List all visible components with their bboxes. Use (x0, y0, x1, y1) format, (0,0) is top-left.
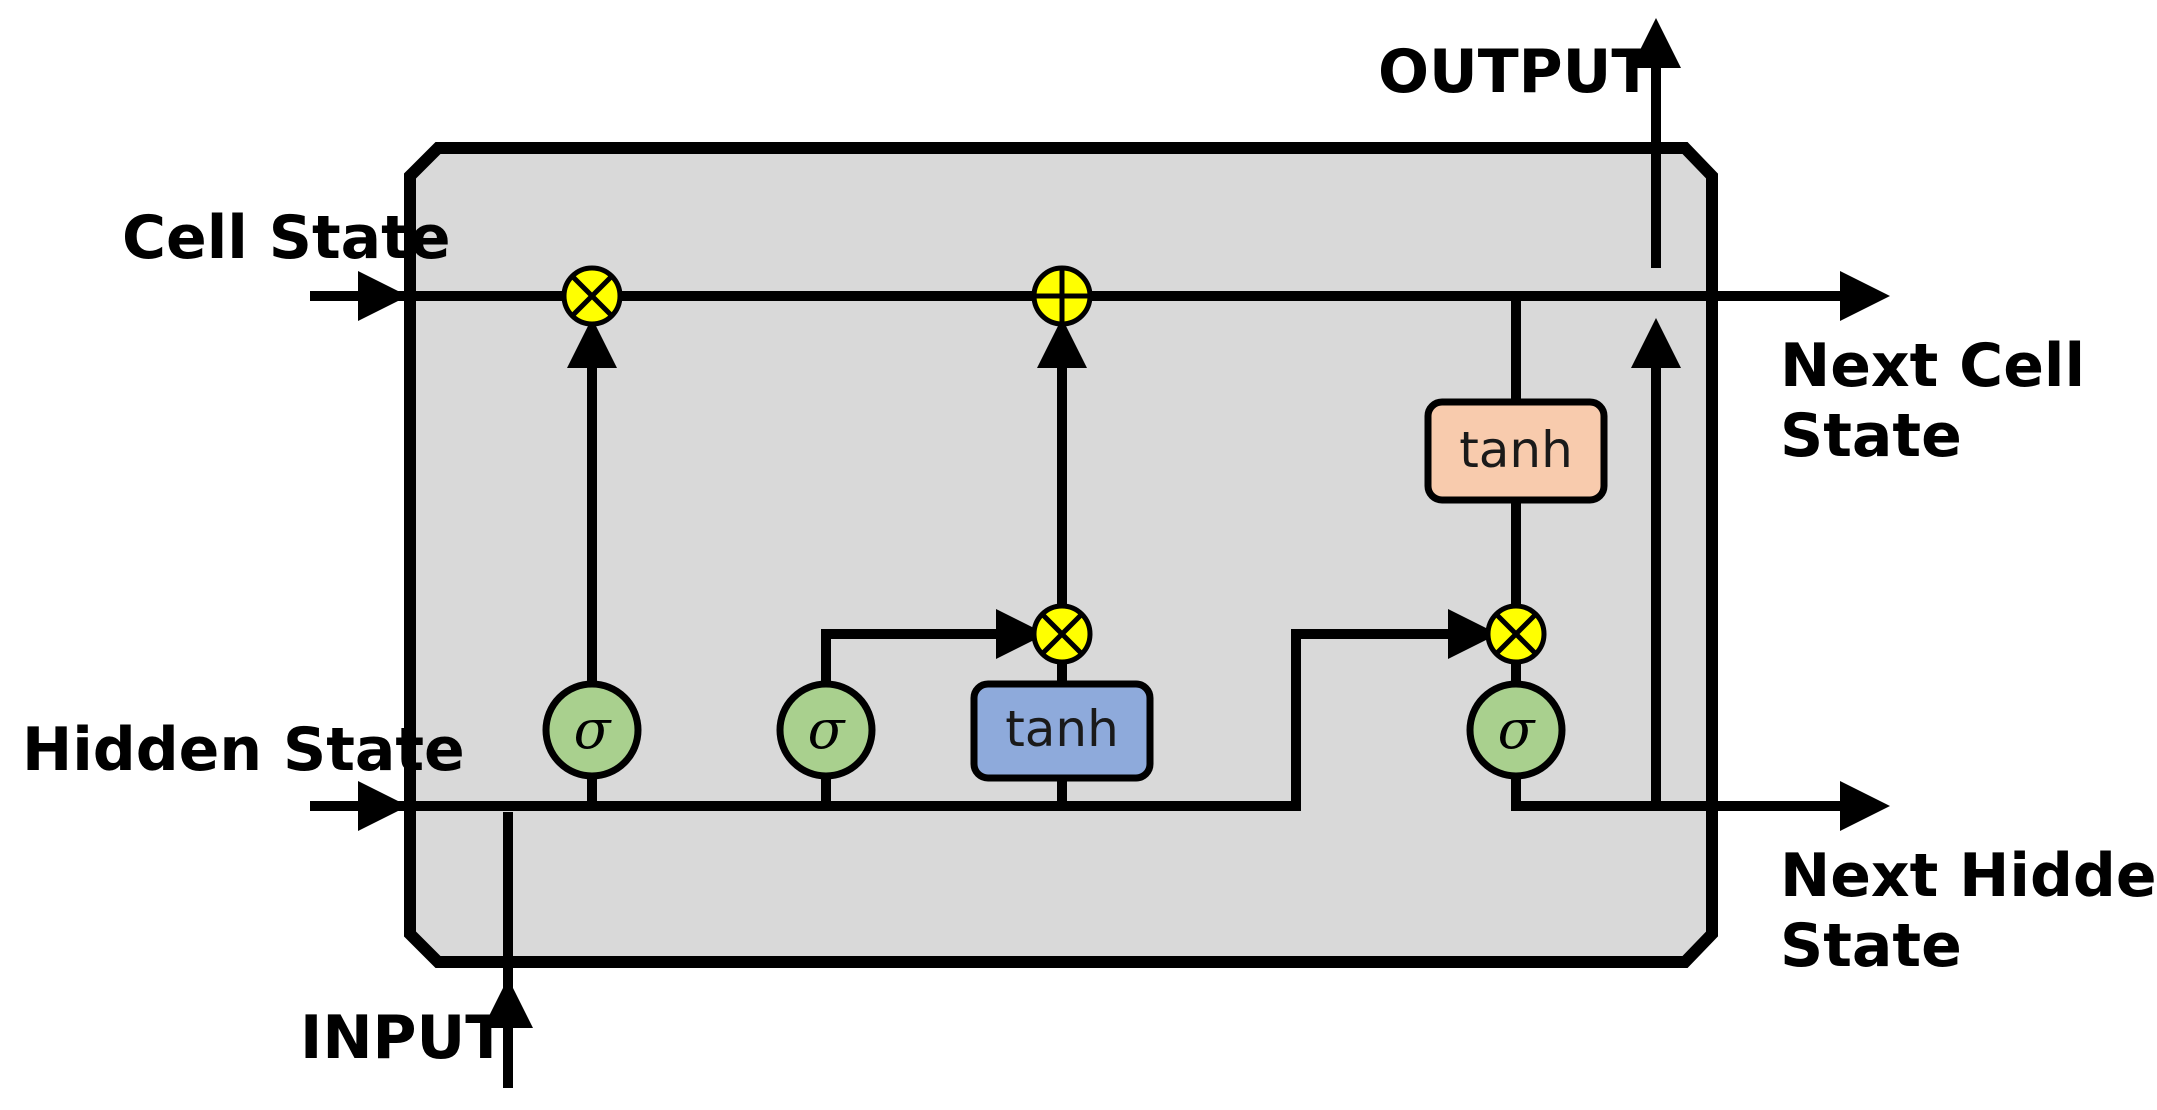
output-sigma-to-hidden (1511, 778, 1890, 831)
svg-text:σ: σ (808, 698, 847, 761)
next-hidden-state-label-line1: Next Hidden (1780, 841, 2157, 911)
output-gate-sigma: σ (1466, 680, 1566, 780)
output-tanh-box: tanh (1424, 398, 1608, 504)
forget-multiply-operator (561, 265, 623, 327)
candidate-tanh-box: tanh (970, 680, 1154, 782)
next-cell-state-label-line1: Next Cell (1780, 331, 2085, 401)
input-multiply-operator (1031, 603, 1093, 665)
next-cell-state-label-line2: State (1780, 401, 1962, 471)
forget-gate-sigma: σ (542, 680, 642, 780)
svg-text:tanh: tanh (1005, 700, 1119, 758)
input-gate-to-mult (821, 609, 1046, 682)
add-operator (1031, 265, 1093, 327)
svg-text:tanh: tanh (1459, 421, 1573, 479)
output-label: OUTPUT (1378, 37, 1652, 107)
hidden-state-label: Hidden State (22, 715, 465, 785)
output-multiply-operator (1485, 603, 1547, 665)
hidden-state-wire (310, 609, 1498, 811)
cell-state-label: Cell State (122, 203, 451, 273)
input-gate-sigma: σ (776, 680, 876, 780)
svg-text:σ: σ (1498, 698, 1537, 761)
input-label: INPUT (300, 1003, 506, 1073)
next-hidden-state-label-line2: State (1780, 911, 1962, 981)
svg-text:σ: σ (574, 698, 613, 761)
